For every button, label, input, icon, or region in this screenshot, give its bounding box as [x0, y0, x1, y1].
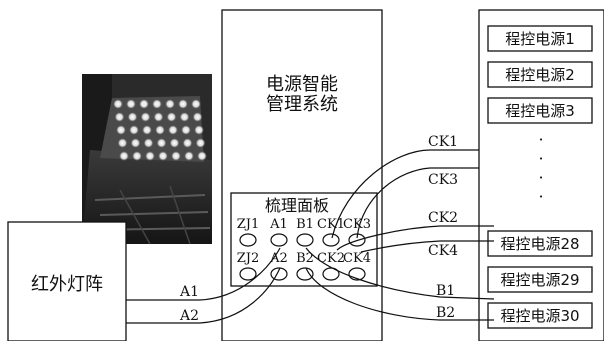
power-source-item: 程控电源29 — [488, 267, 592, 292]
ellipsis-dot: · — [538, 168, 543, 187]
lamp-glow — [191, 99, 201, 109]
lamp-glow — [139, 99, 149, 109]
lamp-glow — [165, 99, 175, 109]
panel-port-label: CK2 — [317, 251, 345, 266]
infrared-lamp-label: 红外灯阵 — [31, 274, 103, 295]
panel-port-label: A2 — [269, 251, 288, 266]
panel-port-connector — [297, 234, 313, 246]
panel-port-label: CK4 — [343, 251, 371, 266]
system-title-line2: 管理系统 — [266, 94, 338, 115]
lamp-glow — [154, 112, 164, 122]
lamp-glow — [193, 112, 203, 122]
lamp-glow — [116, 125, 126, 135]
power-source-label: 程控电源1 — [505, 30, 575, 48]
power-source-label: 程控电源30 — [500, 307, 579, 325]
lamp-glow — [118, 138, 128, 148]
wire-label-b1: B1 — [436, 283, 455, 299]
wire-label-ck1: CK1 — [428, 134, 458, 150]
lamp-glow — [197, 151, 207, 161]
lamp-glow — [170, 138, 180, 148]
lamp-glow — [119, 151, 129, 161]
lamp-glow — [167, 112, 177, 122]
lamp-glow — [129, 125, 139, 135]
panel-port-label: A1 — [269, 217, 288, 232]
wire-label-b2: B2 — [436, 305, 455, 321]
panel-port-connector — [271, 234, 287, 246]
power-source-item: 程控电源1 — [488, 26, 592, 51]
lamp-glow — [184, 151, 194, 161]
system-title-line1: 电源智能 — [266, 74, 338, 95]
lamp-glow — [144, 138, 154, 148]
ellipsis-dots: · · · · — [538, 130, 543, 206]
lamp-glow — [131, 138, 141, 148]
panel-port-connector — [297, 268, 313, 280]
panel-port-label: ZJ1 — [237, 217, 260, 232]
wire-label-a1: A1 — [179, 284, 199, 300]
lamp-glow — [180, 112, 190, 122]
power-source-label: 程控电源3 — [505, 102, 575, 120]
wire-label-ck2: CK2 — [428, 210, 458, 226]
lamp-glow — [181, 125, 191, 135]
power-source-item: 程控电源2 — [488, 62, 592, 87]
wire-label-ck4: CK4 — [428, 243, 458, 259]
power-source-item: 程控电源28 — [488, 231, 592, 256]
power-source-label: 程控电源2 — [505, 66, 575, 84]
power-management-box — [222, 10, 382, 341]
lamp-glow — [145, 151, 155, 161]
panel-port-connector — [323, 234, 339, 246]
power-source-label: 程控电源29 — [500, 271, 579, 289]
panel-title: 梳理面板 — [265, 196, 329, 215]
wire-label-ck3: CK3 — [428, 172, 458, 188]
lamp-glow — [171, 151, 181, 161]
lamp-glow — [132, 151, 142, 161]
lamp-array-photo — [82, 74, 212, 244]
panel-port-label: CK3 — [343, 217, 371, 232]
panel-port-connector — [240, 268, 256, 280]
lamp-glow — [142, 125, 152, 135]
panel-port-label: B1 — [296, 217, 314, 232]
lamp-glow — [141, 112, 151, 122]
lamp-glow — [152, 99, 162, 109]
lamp-glow — [183, 138, 193, 148]
lamp-glow — [196, 138, 206, 148]
panel-port-label: ZJ2 — [237, 251, 260, 266]
lamp-glow — [194, 125, 204, 135]
power-source-item: 程控电源3 — [488, 98, 592, 123]
ellipsis-dot: · — [538, 149, 543, 168]
lamp-glow — [178, 99, 188, 109]
panel-port-connector — [240, 234, 256, 246]
lamp-glow — [168, 125, 178, 135]
lamp-glow — [115, 112, 125, 122]
ellipsis-dot: · — [538, 130, 543, 149]
lamp-glow — [155, 125, 165, 135]
lamp-glow — [158, 151, 168, 161]
lamp-glow — [113, 99, 123, 109]
panel-port-label: CK1 — [317, 217, 345, 232]
lamp-glow — [157, 138, 167, 148]
lamp-glow — [126, 99, 136, 109]
lamp-glow — [128, 112, 138, 122]
power-source-label: 程控电源28 — [500, 235, 579, 253]
wire-label-a2: A2 — [179, 308, 199, 324]
ellipsis-dot: · — [538, 187, 543, 206]
power-source-item: 程控电源30 — [488, 303, 592, 328]
